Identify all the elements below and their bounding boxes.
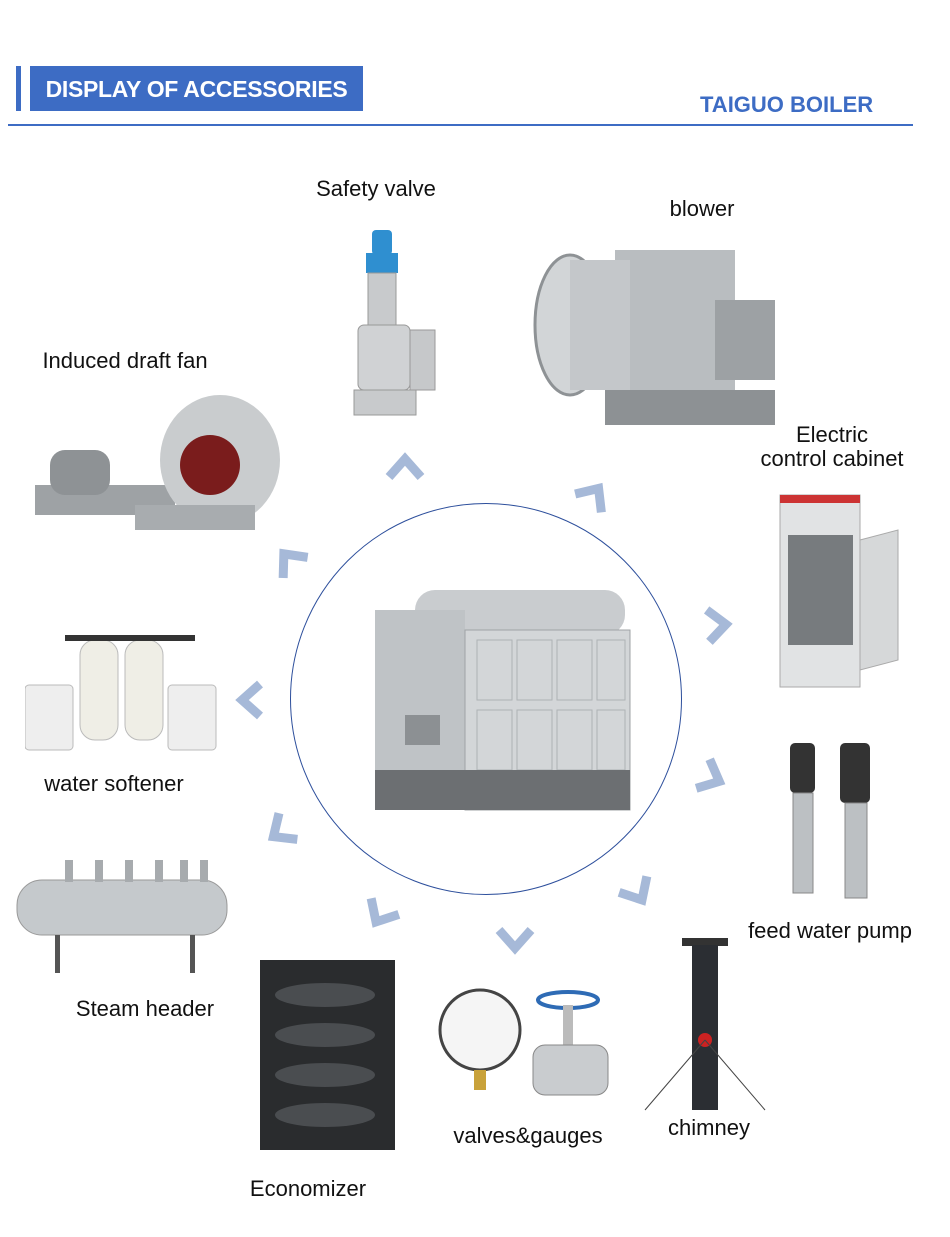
brand-name: TAIGUO BOILER <box>700 92 874 117</box>
label-electric-cabinet-line1: Electric <box>795 422 869 447</box>
chimney-image <box>644 938 766 1111</box>
arrow-up-left-icon <box>278 548 309 579</box>
blower-image <box>533 250 775 425</box>
arrow-down-left-icon <box>366 897 401 928</box>
steam-header-image <box>16 860 228 973</box>
title-accent-bar <box>16 66 21 111</box>
label-feed-water-pump: feed water pump <box>748 918 912 943</box>
arrow-right-icon <box>703 606 733 645</box>
arrow-up-icon <box>385 452 425 480</box>
arrow-down-right-icon <box>694 757 726 793</box>
label-chimney: chimney <box>668 1115 750 1140</box>
arrow-down-right-icon <box>617 875 652 906</box>
electric-cabinet-image <box>779 494 899 688</box>
arrow-down-left-icon <box>267 812 298 844</box>
center-circle <box>290 503 682 895</box>
label-steam-header: Steam header <box>75 996 215 1021</box>
header-divider <box>8 124 913 126</box>
valves-gauges-image <box>438 988 609 1096</box>
page-title: DISPLAY OF ACCESSORIES <box>30 66 363 111</box>
arrow-down-icon <box>495 927 535 955</box>
induced-draft-fan-image <box>35 395 280 530</box>
arrow-left-icon <box>235 680 263 720</box>
arrow-up-right-icon <box>574 482 606 513</box>
label-blower: blower <box>669 196 735 221</box>
label-electric-cabinet-line2: control cabinet <box>760 446 904 471</box>
boiler-image <box>375 590 631 811</box>
water-softener-image <box>25 635 217 751</box>
label-induced-draft-fan: Induced draft fan <box>42 348 208 373</box>
feed-water-pump-image <box>790 743 870 899</box>
label-economizer: Economizer <box>249 1176 367 1201</box>
safety-valve-image <box>353 230 436 416</box>
label-valves-gauges: valves&gauges <box>453 1123 603 1148</box>
label-safety-valve: Safety valve <box>316 176 436 201</box>
label-water-softener: water softener <box>44 771 184 796</box>
economizer-image <box>260 960 395 1150</box>
